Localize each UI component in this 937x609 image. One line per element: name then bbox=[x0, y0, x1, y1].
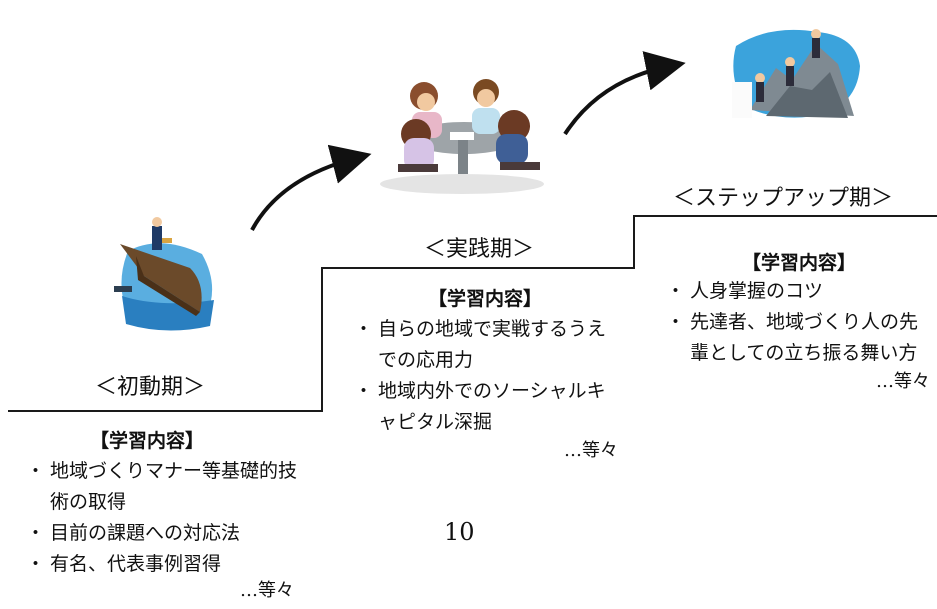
stage-label-initial: ＜初動期＞ bbox=[95, 375, 206, 400]
mountain-climbers-illustration bbox=[732, 29, 860, 118]
arrow-2 bbox=[563, 51, 686, 136]
content-heading: 【学習内容】 bbox=[428, 288, 543, 310]
learning-list: 自らの地域で実戦するうえでの応用力 地域内外でのソーシャルキャピタル深掘 bbox=[354, 314, 622, 438]
etc-note: …等々 bbox=[240, 580, 294, 601]
list-item: 人身掌握のコツ bbox=[666, 276, 934, 307]
etc-note: …等々 bbox=[564, 440, 618, 461]
list-item: 先達者、地域づくり人の先輩としての立ち振る舞い方 bbox=[666, 307, 934, 369]
learning-list: 地域づくりマナー等基礎的技術の取得 目前の課題への対応法 有名、代表事例習得 bbox=[26, 456, 302, 580]
list-item: 有名、代表事例習得 bbox=[26, 549, 302, 580]
content-heading: 【学習内容】 bbox=[90, 430, 205, 452]
stage-content-initial: 【学習内容】 地域づくりマナー等基礎的技術の取得 目前の課題への対応法 有名、代… bbox=[26, 426, 302, 602]
arrow-1 bbox=[250, 144, 372, 231]
list-item: 自らの地域で実戦するうえでの応用力 bbox=[354, 314, 622, 376]
stage-label-practice: ＜実践期＞ bbox=[424, 237, 535, 262]
meeting-table-illustration bbox=[380, 79, 544, 194]
list-item: 地域づくりマナー等基礎的技術の取得 bbox=[26, 456, 302, 518]
step-line bbox=[8, 215, 937, 412]
ship-captain-illustration bbox=[114, 217, 214, 331]
learning-list: 人身掌握のコツ 先達者、地域づくり人の先輩としての立ち振る舞い方 bbox=[666, 276, 934, 369]
stage-content-stepup: 【学習内容】 人身掌握のコツ 先達者、地域づくり人の先輩としての立ち振る舞い方 … bbox=[666, 248, 934, 393]
stage-label-stepup: ＜ステップアップ期＞ bbox=[673, 186, 894, 211]
list-item: 目前の課題への対応法 bbox=[26, 518, 302, 549]
page-number: 10 bbox=[444, 518, 475, 546]
list-item: 地域内外でのソーシャルキャピタル深掘 bbox=[354, 376, 622, 438]
content-heading: 【学習内容】 bbox=[742, 252, 857, 274]
etc-note: …等々 bbox=[876, 371, 930, 392]
stage-content-practice: 【学習内容】 自らの地域で実戦するうえでの応用力 地域内外でのソーシャルキャピタ… bbox=[354, 284, 622, 462]
